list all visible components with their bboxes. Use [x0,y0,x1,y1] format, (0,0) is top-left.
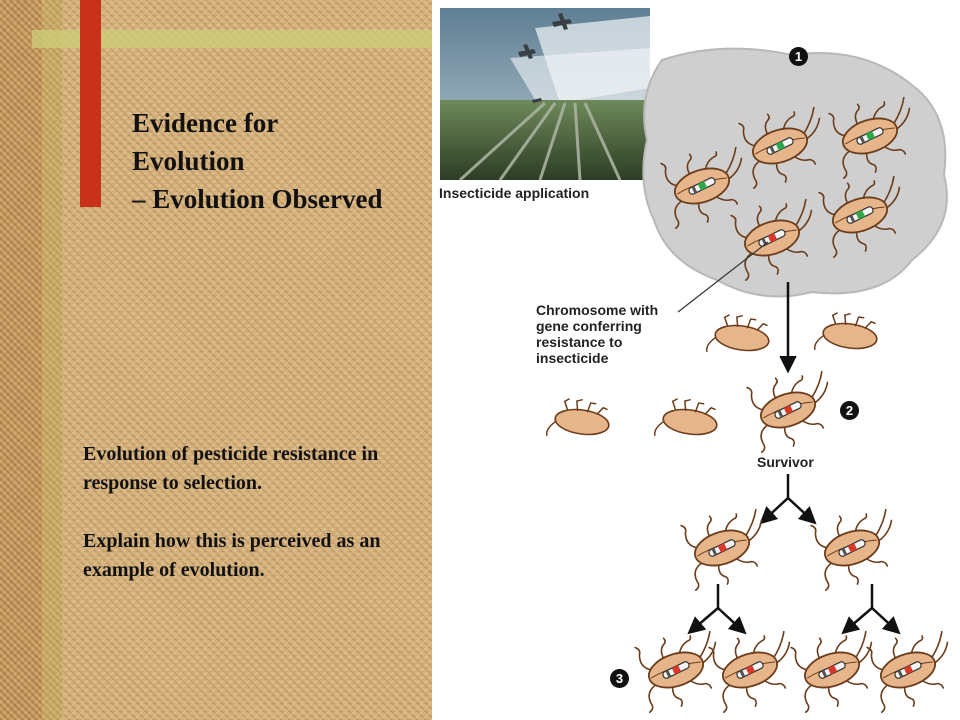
crop-duster-photo [440,8,650,180]
dead-insect-icon [653,394,721,445]
burlap-background [0,0,432,720]
step-number-1: 1 [789,47,808,66]
title-line-1: Evidence for [132,108,279,138]
vertical-accent-stripe [42,0,62,720]
diagram-canvas [545,47,960,717]
red-accent-bar [80,0,101,207]
step-number-3: 3 [610,669,629,688]
insect-icon [804,500,908,595]
insect-icon [784,622,888,717]
chromosome-label-line-3: resistance to [536,334,623,350]
step-number-2: 2 [840,401,859,420]
chromosome-label-line-4: insecticide [536,350,609,366]
insect-icon [860,622,960,717]
branching-arrow-icon [759,474,817,525]
left-border-strip [0,0,62,720]
figure-caption: Insecticide application [439,185,590,201]
survivor-label: Survivor [757,454,814,470]
body-paragraph-1: Evolution of pesticide resistance in res… [83,443,379,494]
pesticide-resistance-figure: Insecticide application [432,0,960,720]
chromosome-label-line-2: gene conferring [536,318,642,334]
chromosome-label: Chromosome with gene conferring resistan… [536,302,658,366]
branching-arrow-icon [687,584,901,635]
title-line-3: – Evolution Observed [132,184,383,214]
insect-icon [674,500,778,595]
dead-insect-icon [705,310,773,361]
insecticide-cloud [642,47,948,298]
body-paragraph-2: Explain how this is perceived as an exam… [83,530,381,581]
slide-title: Evidence for Evolution – Evolution Obser… [132,104,432,218]
horizontal-accent-stripe [32,30,432,48]
insect-icon [702,622,806,717]
chromosome-label-line-1: Chromosome with [536,302,659,318]
title-line-2: Evolution [132,146,245,176]
insect-icon [628,622,732,717]
chromosome-pointer [677,241,769,313]
survivor-insect [740,362,844,457]
dead-insect-icon [545,394,613,445]
dead-insect-icon [813,308,881,359]
slide-body: Evolution of pesticide resistance in res… [83,440,423,614]
